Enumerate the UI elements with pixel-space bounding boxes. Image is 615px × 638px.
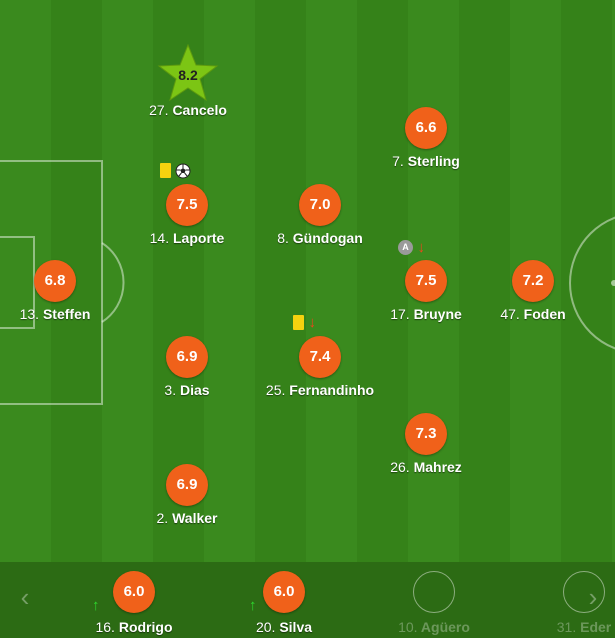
player-name-label: 7. Sterling [392,153,460,169]
player-rating: 7.3 [405,413,447,455]
player-rating: 6.0 [263,571,305,613]
player-rating: 7.5 [166,184,208,226]
player-name-label: 14. Laporte [149,230,225,246]
player-name-label: 25. Fernandinho [265,382,375,398]
left-penalty-arc [101,242,125,323]
player-name-label: 27. Cancelo [149,102,227,118]
player-name-label: 10. Agüero [398,619,470,635]
player-rating: 6.0 [113,571,155,613]
substituted-on-arrow-icon: ↑ [92,597,100,614]
player-rating: 6.6 [405,107,447,149]
left-penalty-box [0,160,103,405]
sub-eder[interactable]: 31. Eder [519,571,615,635]
player-rating: 6.9 [166,464,208,506]
player-name-label: 26. Mahrez [390,459,462,475]
substituted-off-arrow-icon: ↓ [417,239,425,257]
yellow-card-icon [160,163,171,179]
player-dias[interactable]: 6.9 3. Dias [127,336,247,398]
player-name-label: 20. Silva [255,619,313,635]
player-gundogan[interactable]: 7.0 8. Gündogan [260,184,380,246]
player-name-label: 47. Foden [500,306,566,322]
best-player-star: 8.2 [157,44,219,102]
empty-rating-circle [413,571,455,613]
captain-badge: A [398,240,413,256]
pitch: 8.2 27. Cancelo 6.6 7. Sterling 7.5 14. … [0,0,615,562]
goal-ball-icon [175,163,191,179]
player-mahrez[interactable]: 7.3 26. Mahrez [366,413,486,475]
player-name-label: 13. Steffen [19,306,91,322]
yellow-card-icon [293,315,304,331]
player-fernandinho[interactable]: 7.4 25. Fernandinho [260,336,380,398]
player-name-label: 2. Walker [156,510,218,526]
sub-rodrigo[interactable]: 6.0 16. Rodrigo [69,571,199,635]
player-name-label: 31. Eder [556,619,612,635]
player-cancelo[interactable]: 8.2 27. Cancelo [128,44,248,118]
player-bruyne[interactable]: 7.5 17. Bruyne [366,260,486,322]
player-rating: 6.8 [34,260,76,302]
player-rating: 7.5 [405,260,447,302]
player-name-label: 8. Gündogan [277,230,363,246]
substituted-on-arrow-icon: ↑ [249,597,257,614]
player-rating: 7.2 [512,260,554,302]
center-circle [569,216,615,350]
star-icon [157,44,219,102]
empty-rating-circle [563,571,605,613]
player-steffen[interactable]: 6.8 13. Steffen [0,260,115,322]
center-spot [611,280,615,286]
player-foden[interactable]: 7.2 47. Foden [473,260,593,322]
player-rating: 7.4 [299,336,341,378]
player-events-fernandinho: ↓ [293,314,316,332]
player-sterling[interactable]: 6.6 7. Sterling [366,107,486,169]
player-laporte[interactable]: 7.5 14. Laporte [127,184,247,246]
substituted-off-arrow-icon: ↓ [308,314,316,332]
substitutes-bench: ‹ › 6.0 16. Rodrigo ↑ 6.0 20. Silva ↑ 10… [0,562,615,638]
player-name-label: 17. Bruyne [390,306,462,322]
sub-aguero[interactable]: 10. Agüero [369,571,499,635]
player-name-label: 3. Dias [164,382,210,398]
player-name-label: 16. Rodrigo [95,619,173,635]
player-rating: 7.0 [299,184,341,226]
player-events-bruyne: A ↓ [398,239,425,257]
player-rating: 6.9 [166,336,208,378]
chevron-left-icon[interactable]: ‹ [20,582,30,612]
player-rating: 8.2 [178,67,198,83]
player-walker[interactable]: 6.9 2. Walker [127,464,247,526]
sub-silva[interactable]: 6.0 20. Silva [219,571,349,635]
player-events-laporte [160,162,191,180]
